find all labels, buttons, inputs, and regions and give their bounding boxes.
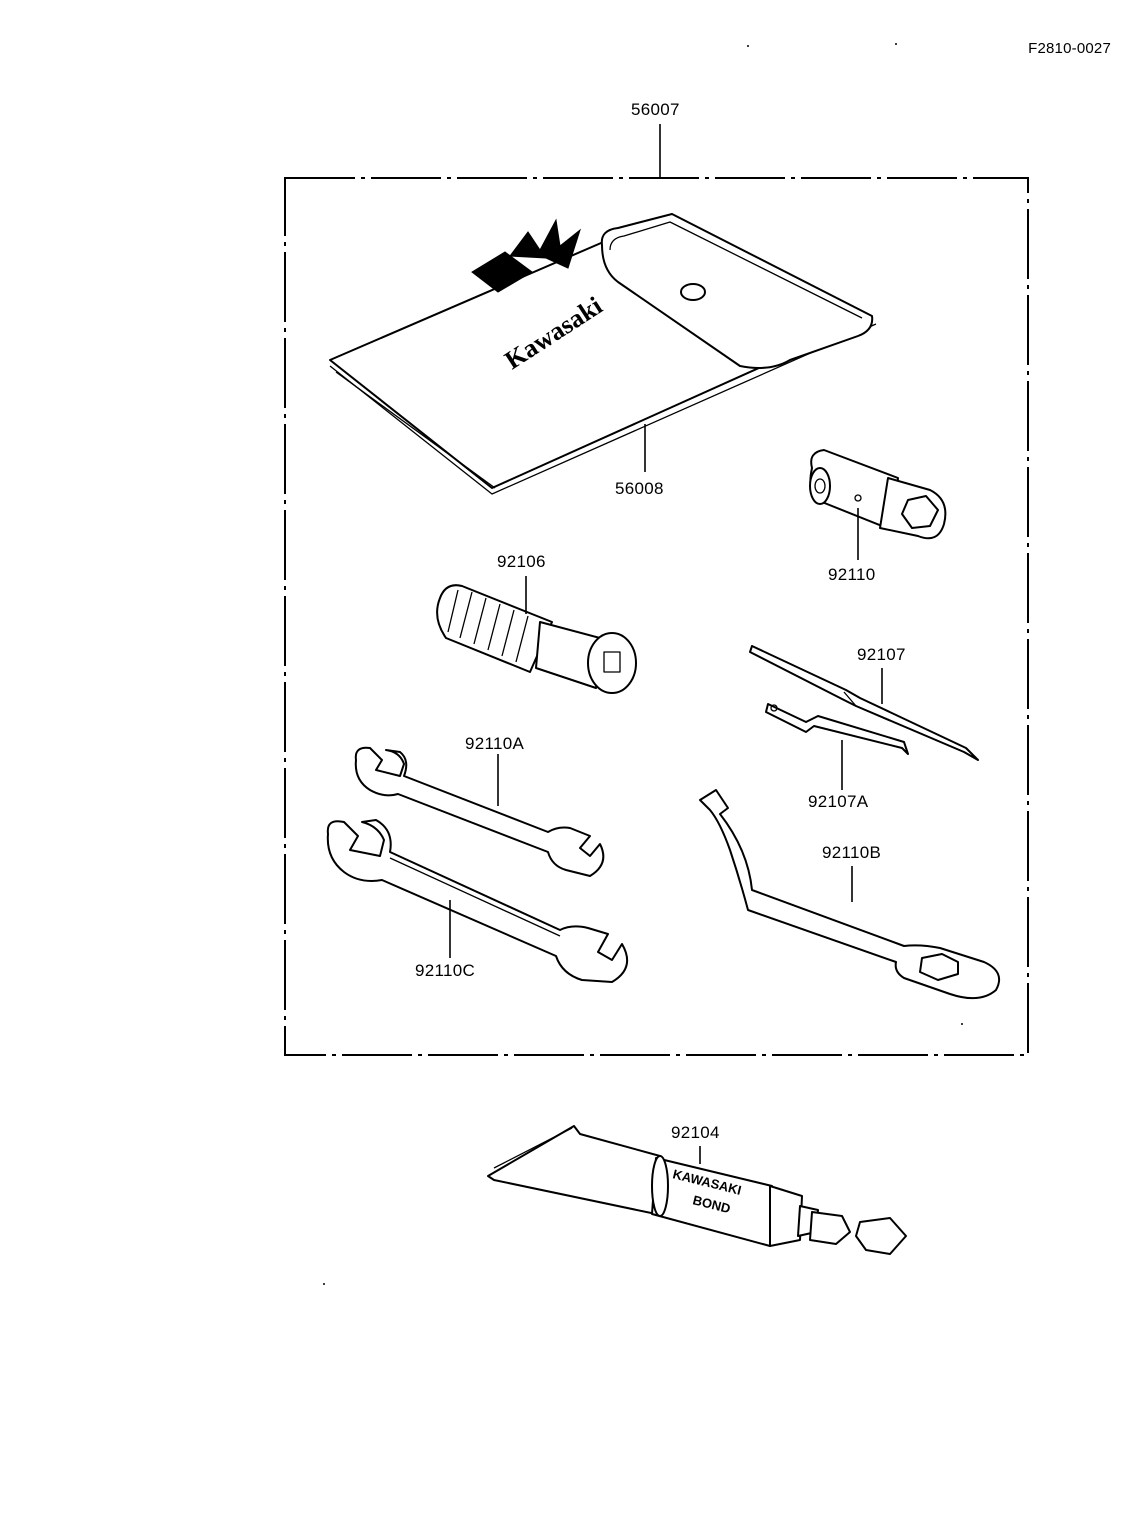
part-number-tool-kit: 56007 [631,100,680,119]
tool-kit-frame [284,177,1029,1056]
part-number-screwdriver-small: 92107A [808,792,869,811]
part-number-wrench-large: 92110C [415,961,476,980]
wrench-small-illustration [354,746,605,877]
part-number-tool-bag: 56008 [615,479,664,498]
plug-wrench-illustration [809,449,947,540]
part-number-screwdriver: 92107 [857,645,906,664]
part-number-plug-wrench: 92110 [828,565,876,584]
part-number-screwdriver-handle: 92106 [497,552,546,571]
tool-bag-illustration: Kawasaki [329,213,877,495]
screwdriver-handle-illustration [436,584,637,694]
document-id: F2810-0027 [1028,40,1111,57]
hook-wrench-illustration [699,789,1000,1000]
part-number-wrench-small: 92110A [465,734,525,753]
wrench-large-illustration [326,819,629,983]
screwdriver-illustration [749,645,979,761]
screwdriver-small-illustration [765,703,909,755]
bond-tube-illustration: KAWASAKI BOND [487,1125,907,1255]
part-number-bond-tube: 92104 [671,1123,720,1142]
part-number-hook-wrench: 92110B [822,843,882,862]
